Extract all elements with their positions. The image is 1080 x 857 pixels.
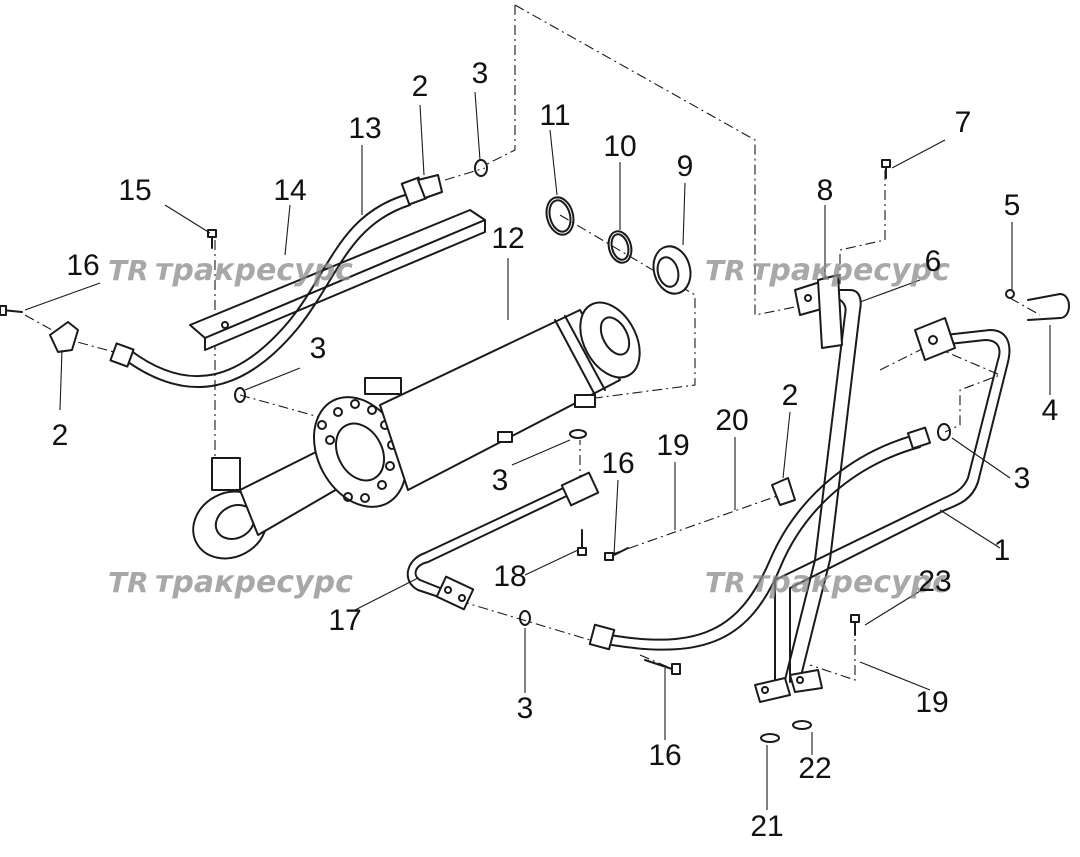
hydraulic-cylinder xyxy=(192,301,641,560)
callout-3: 3 xyxy=(492,464,509,497)
callout-3: 3 xyxy=(1014,462,1031,495)
callout-12: 12 xyxy=(491,222,524,255)
watermark-logo: TR xyxy=(108,254,149,287)
callout-14: 14 xyxy=(273,174,306,207)
watermark-text: тракресурс xyxy=(155,253,353,288)
callout-13: 13 xyxy=(348,112,381,145)
callout-3: 3 xyxy=(472,57,489,90)
watermark-3: TR тракресурс xyxy=(108,565,353,600)
callout-17: 17 xyxy=(328,604,361,637)
callout-19: 19 xyxy=(915,686,948,719)
callout-10: 10 xyxy=(603,130,636,163)
watermark-1: TR тракресурс xyxy=(108,253,353,288)
callout-19: 19 xyxy=(656,429,689,462)
tube-1 xyxy=(774,317,1011,683)
watermark-2: TR тракресурс xyxy=(705,253,950,288)
bolts xyxy=(0,159,891,675)
tube-6 xyxy=(784,274,862,681)
callout-23: 23 xyxy=(918,565,951,598)
callout-11: 11 xyxy=(539,99,570,132)
callout-9: 9 xyxy=(677,150,694,183)
watermark-text: тракресурс xyxy=(752,565,950,600)
seals xyxy=(545,196,692,295)
callout-8: 8 xyxy=(817,174,834,207)
callout-20: 20 xyxy=(715,404,748,437)
callout-2: 2 xyxy=(52,419,69,452)
watermark-logo: TR xyxy=(705,254,746,287)
callout-15: 15 xyxy=(118,174,151,207)
callout-2: 2 xyxy=(782,379,799,412)
watermark-logo: TR xyxy=(705,566,746,599)
hose-lower xyxy=(588,426,932,651)
callout-22: 22 xyxy=(798,752,831,785)
callout-1: 1 xyxy=(994,534,1011,567)
callout-16: 16 xyxy=(648,739,681,772)
callout-16: 16 xyxy=(66,249,99,282)
bracket-plate xyxy=(189,209,486,351)
watermark-4: TR тракресурс xyxy=(705,565,950,600)
callout-21: 21 xyxy=(750,810,783,843)
hose-upper xyxy=(109,176,428,389)
watermark-text: тракресурс xyxy=(752,253,950,288)
callout-6: 6 xyxy=(925,245,942,278)
callout-3: 3 xyxy=(310,332,327,365)
callout-2: 2 xyxy=(412,70,429,103)
callout-3: 3 xyxy=(517,692,534,725)
tube-17 xyxy=(406,471,600,611)
callouts: 1 2 2 2 3 3 3 3 3 4 5 6 7 8 9 10 11 12 1… xyxy=(52,57,1059,843)
flange-clamps xyxy=(49,174,796,506)
callout-18: 18 xyxy=(493,560,526,593)
leader-lines xyxy=(24,91,1051,810)
callout-7: 7 xyxy=(955,106,972,139)
lower-fittings xyxy=(754,669,823,703)
watermark-logo: TR xyxy=(108,566,149,599)
watermark-text: тракресурс xyxy=(155,565,353,600)
watermarks: TR тракресурс TR тракресурс TR тракресур… xyxy=(108,253,950,600)
callout-4: 4 xyxy=(1042,394,1059,427)
callout-5: 5 xyxy=(1004,189,1021,222)
callout-16: 16 xyxy=(601,447,634,480)
o-rings xyxy=(234,159,951,743)
u-bolt xyxy=(1005,289,1070,321)
